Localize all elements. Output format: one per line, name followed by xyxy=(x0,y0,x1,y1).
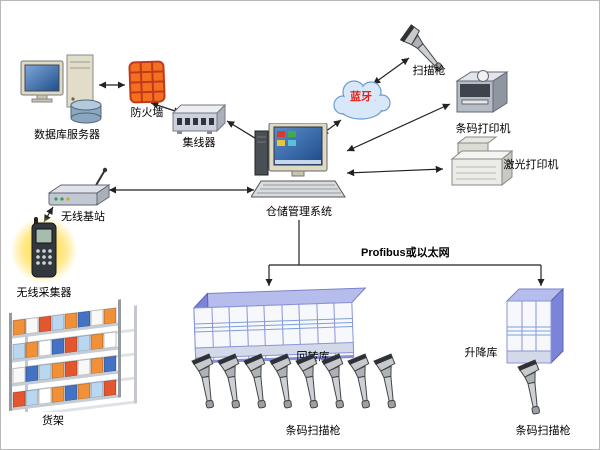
hub-icon xyxy=(171,103,227,134)
laser-printer-label: 激光打印机 xyxy=(503,159,559,171)
db-server-node xyxy=(19,53,107,132)
barcode-scanner-row-label: 条码扫描枪 xyxy=(285,425,341,437)
wms-computer-icon xyxy=(250,122,346,198)
scan-gun-node xyxy=(394,20,453,82)
scan-gun-icon xyxy=(394,20,457,86)
scanner-gun-icon xyxy=(514,357,551,426)
scanner-gun-icon xyxy=(292,351,328,415)
barcode-printer-icon xyxy=(455,70,509,113)
lift-node xyxy=(499,277,577,380)
rack-icon xyxy=(9,299,137,417)
wireless-collector-icon xyxy=(31,217,57,278)
connector-wms-barcodeprinter xyxy=(346,103,451,152)
firewall-label: 防火墙 xyxy=(130,107,164,119)
barcode-scanner-row xyxy=(191,351,401,415)
wireless-station-node xyxy=(43,167,115,218)
scanner-gun-icon xyxy=(188,351,224,415)
scanner-gun-icon xyxy=(240,351,276,415)
scanner-right-node xyxy=(514,357,550,421)
bus-label: Profibus或以太网 xyxy=(361,247,450,259)
db-server-icon xyxy=(20,54,102,124)
wireless-collector-label: 无线采集器 xyxy=(16,287,72,299)
scanner-gun-icon xyxy=(318,351,354,415)
scanner-gun-icon xyxy=(214,351,250,415)
rack-node xyxy=(5,297,140,417)
scanner-gun-icon xyxy=(266,351,302,415)
bluetooth-node xyxy=(329,77,393,128)
scanner-gun-icon xyxy=(344,351,380,415)
scanner-gun-icon xyxy=(370,351,406,415)
firewall-node xyxy=(127,59,167,110)
wireless-collector-node xyxy=(28,217,60,286)
wms-label: 仓储管理系统 xyxy=(266,206,332,218)
connector-bluetooth-scangun xyxy=(372,57,410,85)
wireless-station-icon xyxy=(47,167,111,206)
bluetooth-cloud-icon xyxy=(333,80,391,120)
wms-node xyxy=(250,122,347,212)
barcode-scanner-right-label: 条码扫描枪 xyxy=(515,425,571,437)
hub-node xyxy=(169,101,229,142)
db-server-label: 数据库服务器 xyxy=(34,129,100,141)
hub-label: 集线器 xyxy=(182,137,216,149)
lift-label: 升降库 xyxy=(464,347,498,359)
lift-icon xyxy=(505,287,565,365)
barcode-printer-label: 条码打印机 xyxy=(455,123,511,135)
firewall-icon xyxy=(128,60,166,104)
bluetooth-label: 蓝牙 xyxy=(350,91,372,103)
rack-label: 货架 xyxy=(42,415,64,427)
laser-printer-icon xyxy=(450,136,514,187)
scan-gun-label: 扫描枪 xyxy=(412,65,446,77)
wireless-station-label: 无线基站 xyxy=(61,211,105,223)
connector-wms-laserprinter xyxy=(346,165,444,177)
barcode-printer-node xyxy=(453,67,513,126)
laser-printer-node xyxy=(446,131,524,198)
